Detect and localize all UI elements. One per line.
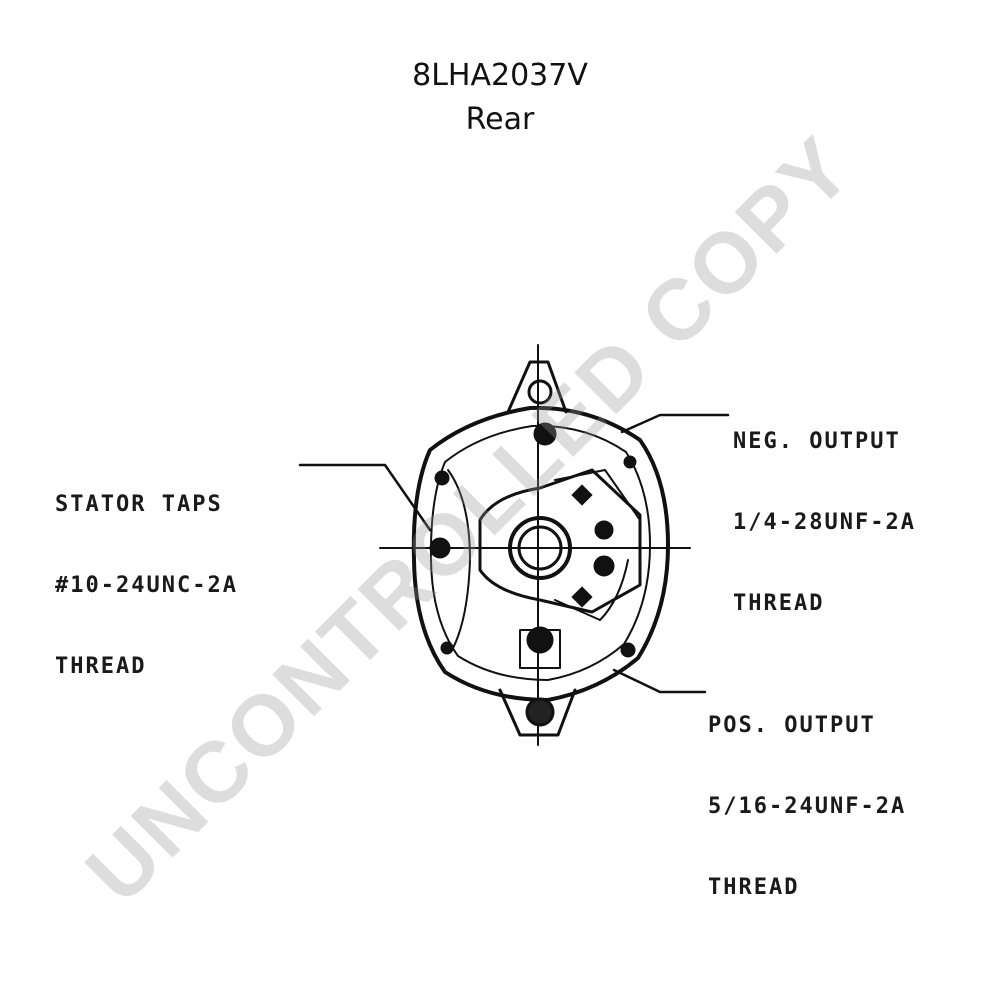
bearing-boss-inner — [517, 525, 563, 571]
pos-output-line-3: THREAD — [708, 875, 800, 900]
bottom-mounting-ear — [498, 688, 577, 737]
stator-taps-leader — [298, 463, 432, 532]
pos-output-line-2: 5/16-24UNF-2A — [708, 794, 907, 819]
neg-output-line-1: NEG. OUTPUT — [733, 429, 901, 454]
pos-output-stud — [593, 555, 615, 577]
regulator-plate — [478, 468, 642, 614]
bearing-boss-outer — [508, 516, 572, 580]
stator-taps-line-2: #10-24UNC-2A — [55, 573, 238, 598]
bottom-bolt — [525, 697, 555, 727]
neg-output-callout: NEG. OUTPUT 1/4-28UNF-2A THREAD — [733, 374, 916, 644]
neg-output-stud — [533, 422, 557, 446]
view-subtitle: Rear — [465, 102, 535, 137]
neg-output-leader — [620, 413, 730, 434]
stator-tap-stud — [429, 537, 451, 559]
pos-output-line-1: POS. OUTPUT — [708, 713, 876, 738]
pos-output-callout: POS. OUTPUT 5/16-24UNF-2A THREAD — [708, 658, 906, 928]
neg-output-line-3: THREAD — [733, 591, 825, 616]
stator-taps-callout: STATOR TAPS #10-24UNC-2A THREAD — [55, 437, 238, 707]
terminal-block — [526, 626, 554, 654]
stator-taps-line-3: THREAD — [55, 654, 147, 679]
top-mounting-ear — [506, 360, 568, 414]
part-number-title: 8LHA2037V — [412, 58, 588, 93]
pos-output-leader — [612, 668, 707, 694]
neg-output-line-2: 1/4-28UNF-2A — [733, 510, 916, 535]
stator-taps-line-1: STATOR TAPS — [55, 492, 223, 517]
